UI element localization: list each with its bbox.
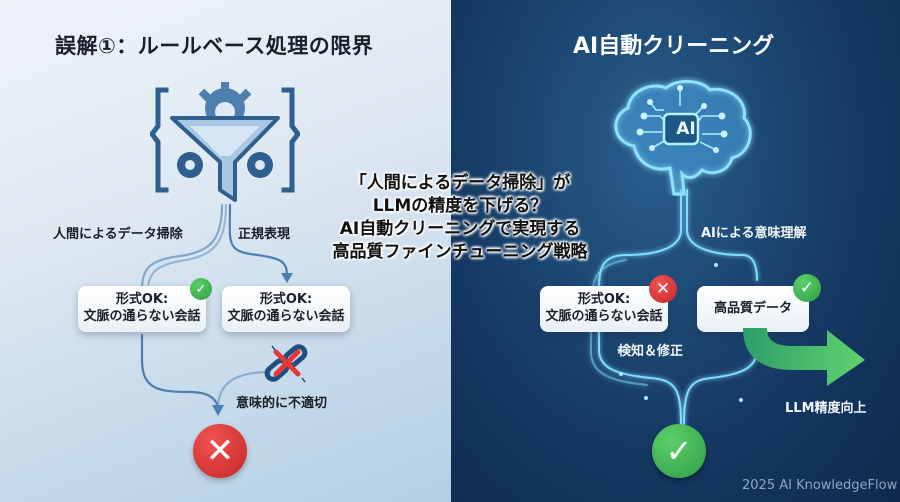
headline-line-1: 「人間によるデータ掃除」が: [349, 173, 571, 193]
broken-link-icon: [264, 344, 308, 383]
check-icon: ✓: [190, 278, 212, 300]
check-circle-icon: ✓: [652, 424, 706, 478]
headline: 「人間によるデータ掃除」が LLMの精度を下げる？ AI自動クリーニングで実現す…: [300, 172, 620, 264]
headline-line-4: 高品質ファインチューニング戦略: [332, 242, 588, 262]
right-card-high-quality-data: 高品質データ: [697, 286, 809, 332]
left-flow-lines: [140, 203, 293, 416]
right-glow-flow-lines: [590, 189, 758, 426]
x-circle-icon: ✕: [193, 424, 247, 478]
left-title: 誤解①：ルールベース処理の限界: [55, 34, 374, 58]
green-arrow-icon: [743, 328, 865, 386]
ai-brain-icon: [614, 80, 752, 196]
card-line1: 高品質データ: [713, 300, 792, 316]
left-card-format-ok-1: 形式OK: 文脈の通らない会話: [78, 286, 206, 332]
right-panel-ai-cleaning: AI自動クリーニング AI AIによる意味理解 形式OK: 文脈の通らない会話 …: [451, 0, 900, 502]
semantically-inappropriate-label: 意味的に不適切: [236, 396, 328, 411]
left-panel-rule-based: 誤解①：ルールベース処理の限界 人間によるデータ掃除 正規表現 形式OK: 文脈…: [0, 0, 451, 502]
llm-accuracy-up-label: LLM精度向上: [785, 401, 867, 416]
card-line1: 形式OK:: [115, 292, 169, 308]
card-line2: 文脈の通らない会話: [545, 309, 663, 324]
right-title: AI自動クリーニング: [573, 34, 775, 59]
left-card-format-ok-2: 形式OK: 文脈の通らない会話: [222, 286, 350, 332]
x-icon: ✕: [649, 275, 677, 303]
card-line1: 形式OK:: [577, 292, 631, 308]
card-line1: 形式OK:: [259, 292, 313, 308]
right-card-format-ok: 形式OK: 文脈の通らない会話: [540, 286, 668, 332]
human-cleaning-label: 人間によるデータ掃除: [53, 227, 183, 242]
headline-line-2: LLMの精度を下げる？: [372, 196, 548, 216]
card-line2: 文脈の通らない会話: [83, 309, 201, 324]
funnel-gears-icon: [150, 82, 300, 202]
ai-chip-label: AI: [676, 119, 696, 139]
check-icon: ✓: [793, 274, 821, 302]
regex-label: 正規表現: [238, 227, 291, 242]
card-line2: 文脈の通らない会話: [227, 309, 345, 324]
ai-semantic-understanding-label: AIによる意味理解: [701, 226, 807, 241]
detect-fix-label: 検知＆修正: [618, 344, 684, 359]
headline-line-3: AI自動クリーニングで実現する: [339, 219, 581, 239]
credit-footer: 2025 AI KnowledgeFlow: [742, 478, 898, 493]
